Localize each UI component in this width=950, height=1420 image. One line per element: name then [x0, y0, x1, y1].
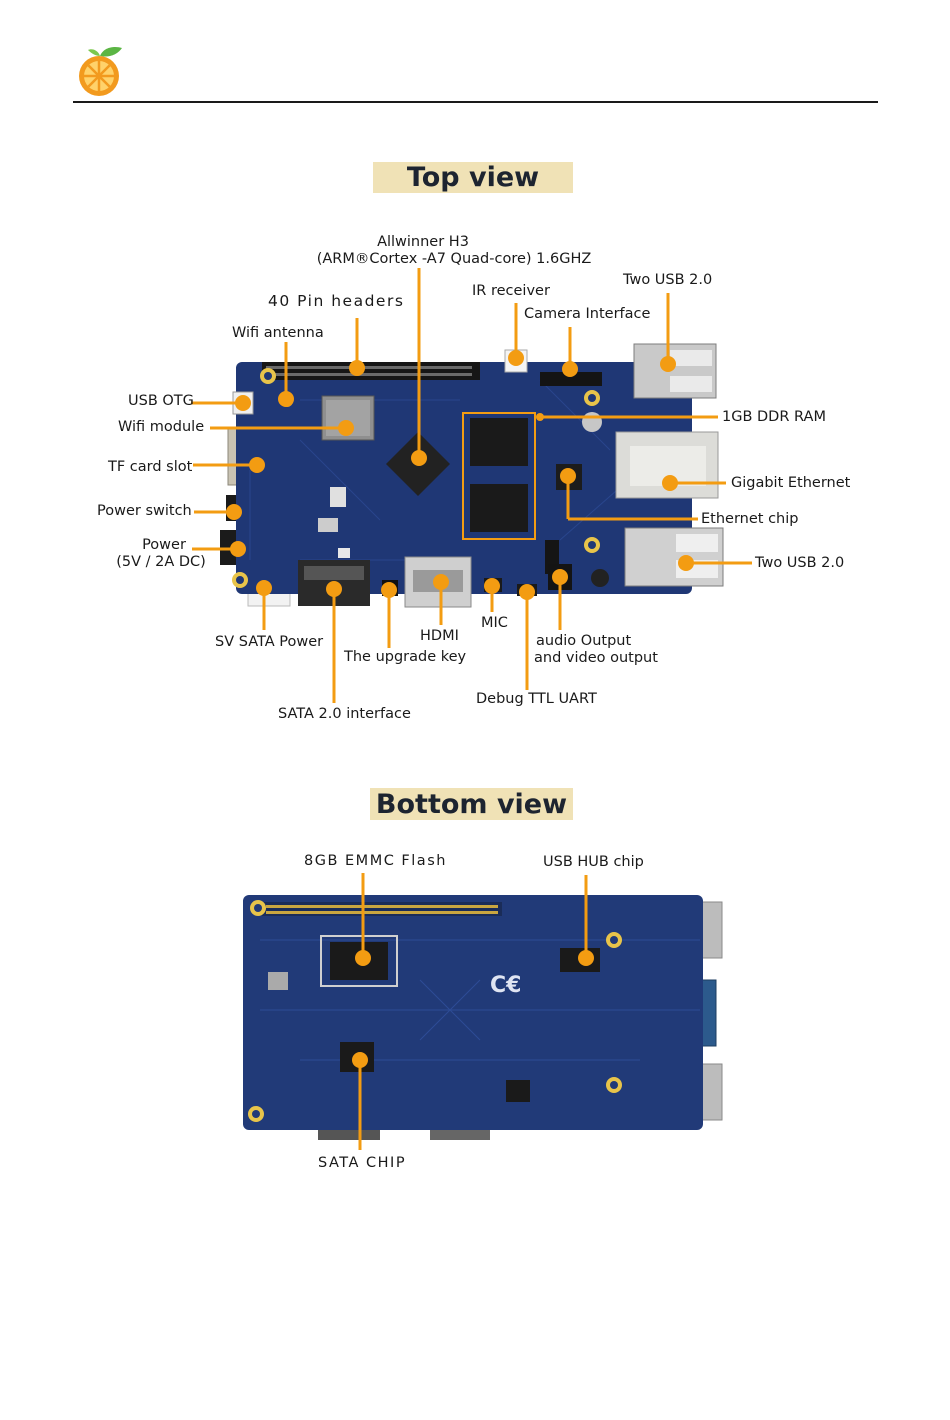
label-mic: MIC [481, 615, 508, 631]
label-ddr-ram: 1GB DDR RAM [722, 409, 826, 425]
label-audio-output: audio Output [536, 633, 632, 649]
label-sata-power: SV SATA Power [215, 634, 324, 650]
label-wifi-antenna: Wifi antenna [232, 325, 324, 341]
label-emmc-flash: 8GB EMMC Flash [304, 853, 447, 869]
label-upgrade-key: The upgrade key [344, 649, 467, 665]
label-hdmi: HDMI [420, 628, 459, 644]
label-gigabit-ethernet: Gigabit Ethernet [731, 475, 851, 491]
top-board-photo [220, 343, 724, 608]
label-ethernet-chip: Ethernet chip [701, 511, 799, 527]
top-view-leader-dots [226, 350, 694, 600]
label-power-switch: Power switch [97, 503, 192, 519]
label-sata-chip: SATA CHIP [318, 1155, 407, 1171]
label-wifi-module: Wifi module [118, 419, 205, 435]
label-power-spec: (5V / 2A DC) [116, 554, 206, 570]
label-tf-card-slot: TF card slot [108, 459, 193, 475]
orange-pi-logo-icon [79, 46, 122, 96]
bottom-view-title: Bottom view [370, 788, 573, 820]
label-ir-receiver: IR receiver [472, 283, 550, 299]
label-power: Power [142, 537, 186, 553]
label-camera-interface: Camera Interface [524, 306, 651, 322]
label-usb-hub-chip: USB HUB chip [543, 854, 644, 870]
label-allwinner-h3: Allwinner H3 [377, 234, 469, 250]
label-two-usb-bottom: Two USB 2.0 [755, 555, 845, 571]
label-video-output: and video output [534, 650, 658, 666]
top-view-title: Top view [373, 162, 573, 193]
label-two-usb-top: Two USB 2.0 [623, 272, 713, 288]
label-allwinner-cpu-spec: (ARM®Cortex -A7 Quad-core) 1.6GHZ [316, 251, 592, 267]
svg-text:C€: C€ [490, 973, 521, 998]
bottom-board-photo: C€ [243, 895, 723, 1140]
label-usb-otg: USB OTG [128, 393, 194, 409]
header-rule [73, 101, 878, 103]
label-40-pin-headers: 40 Pin headers [268, 292, 405, 310]
label-debug-uart: Debug TTL UART [476, 691, 597, 707]
label-sata-interface: SATA 2.0 interface [278, 706, 411, 722]
bottom-view-leader-lines [358, 873, 588, 1150]
bottom-view-leader-dots [352, 950, 594, 1068]
